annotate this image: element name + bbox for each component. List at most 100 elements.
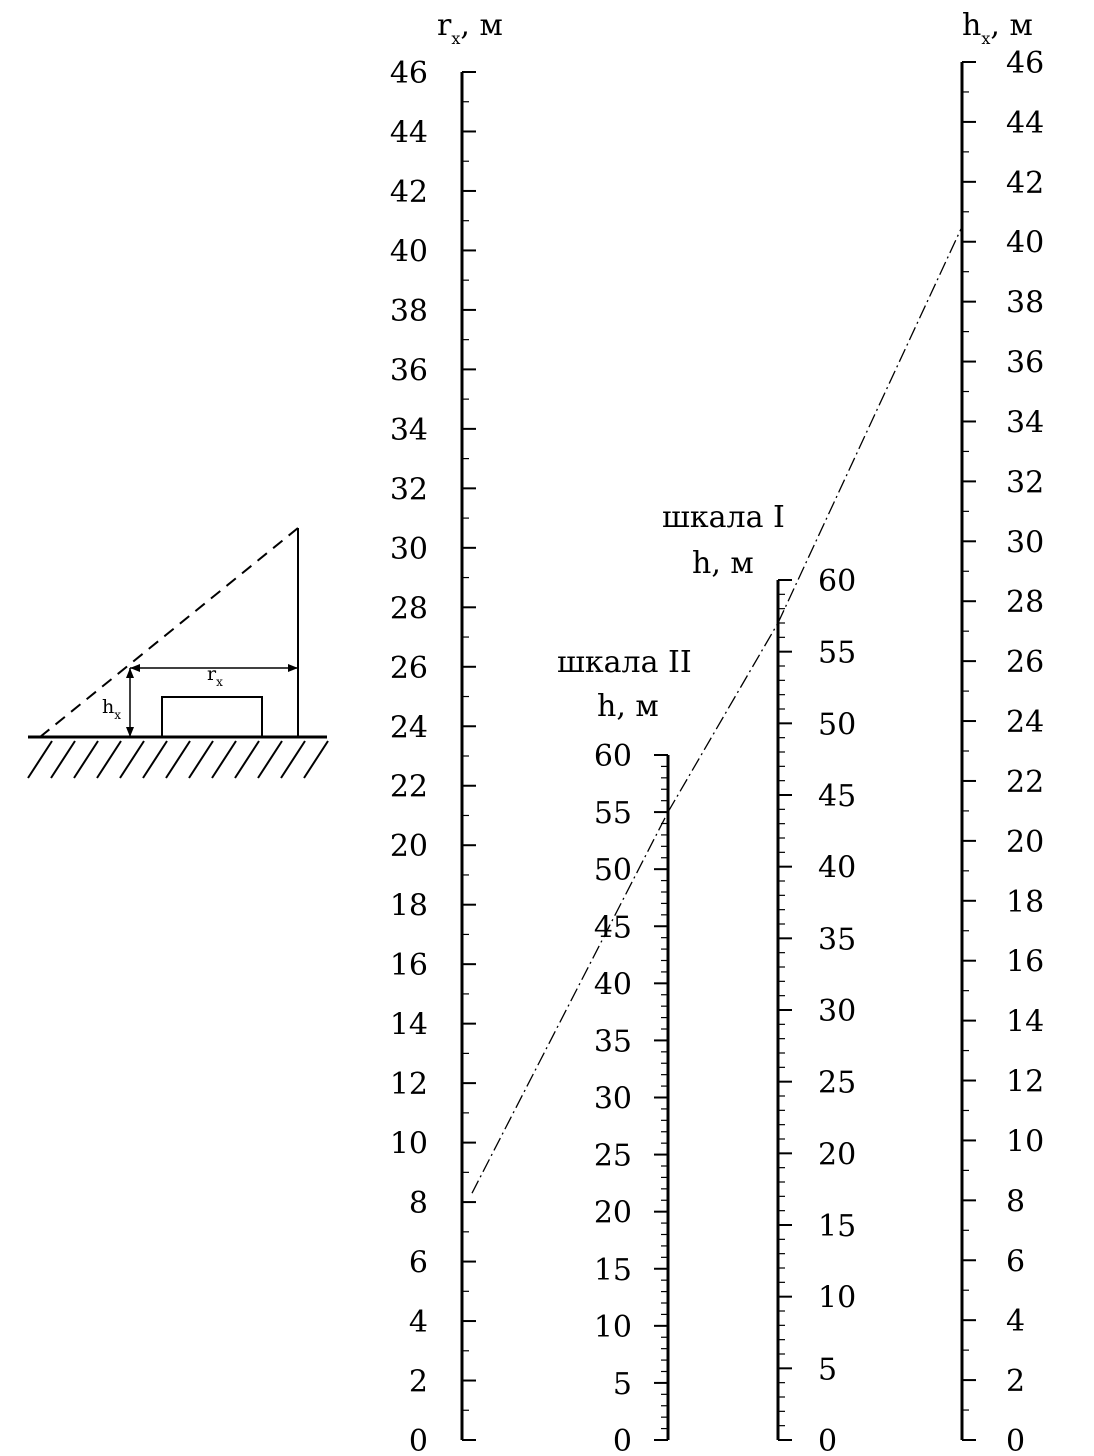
hx-tick-label: 46: [1006, 46, 1044, 81]
scale1-tick-label: 15: [818, 1209, 856, 1244]
rx-scale: 0246810121416182022242628303234363840424…: [390, 56, 476, 1456]
hx-tick-label: 24: [1006, 705, 1044, 740]
scale2-tick-label: 35: [594, 1024, 632, 1059]
scale1-tick-label: 10: [818, 1281, 856, 1316]
hx-tick-label: 22: [1006, 765, 1044, 800]
example-line-segment: [777, 226, 963, 624]
hx-tick-label: 28: [1006, 585, 1044, 620]
hatch-stroke: [119, 740, 145, 779]
hatch-stroke: [257, 740, 283, 779]
rx-tick-label: 10: [390, 1127, 428, 1162]
rx-tick-label: 6: [409, 1246, 428, 1281]
rx-tick-label: 8: [409, 1186, 428, 1221]
rx-tick-label: 22: [390, 770, 428, 805]
scale1-tick-label: 55: [818, 636, 856, 671]
hx-tick-label: 20: [1006, 825, 1044, 860]
protection-zone-sketch: rx hx: [27, 527, 329, 779]
scale2-tick-label: 55: [594, 796, 632, 831]
hx-tick-label: 38: [1006, 286, 1044, 321]
scale2-title-line1: шкала II: [557, 645, 692, 680]
scale1-tick-label: 25: [818, 1066, 856, 1101]
zone-boundary-dashed: [39, 527, 299, 738]
rx-tick-label: 44: [390, 115, 428, 150]
scale1-title-line2: h, м: [692, 546, 754, 581]
scale1-tick-label: 45: [818, 779, 856, 814]
scale2-tick-label: 45: [594, 910, 632, 945]
hx-tick-label: 10: [1006, 1124, 1044, 1159]
hatch-stroke: [73, 740, 99, 779]
scale1-tick-label: 40: [818, 851, 856, 886]
hatch-stroke: [280, 740, 306, 779]
rx-tick-label: 46: [390, 56, 428, 91]
hatch-stroke: [27, 740, 53, 779]
rx-tick-label: 34: [390, 413, 428, 448]
rx-tick-label: 30: [390, 532, 428, 567]
scale1-tick-label: 50: [818, 707, 856, 742]
rx-tick-label: 18: [390, 889, 428, 924]
scale2-tick-label: 5: [613, 1367, 632, 1402]
scale2-tick-label: 60: [594, 739, 632, 774]
rx-tick-label: 0: [409, 1424, 428, 1456]
rx-sketch-label: rx: [207, 663, 223, 689]
rx-tick-label: 32: [390, 472, 428, 507]
rx-tick-label: 14: [390, 1008, 428, 1043]
hatch-stroke: [165, 740, 191, 779]
hx-tick-label: 32: [1006, 465, 1044, 500]
rx-tick-label: 16: [390, 948, 428, 983]
rx-tick-label: 20: [390, 829, 428, 864]
scale2-tick-label: 0: [613, 1424, 632, 1456]
hx-tick-label: 8: [1006, 1184, 1025, 1219]
rx-tick-label: 12: [390, 1067, 428, 1102]
hx-tick-label: 14: [1006, 1005, 1044, 1040]
scale2-tick-label: 40: [594, 967, 632, 1002]
rx-arrow-left: [130, 664, 140, 672]
hx-tick-label: 16: [1006, 945, 1044, 980]
rx-tick-label: 24: [390, 710, 428, 745]
rx-tick-label: 2: [409, 1365, 428, 1400]
hx-tick-label: 2: [1006, 1364, 1025, 1399]
scale1-title-line1: шкала I: [662, 500, 785, 535]
rx-tick-label: 38: [390, 294, 428, 329]
example-line-segment: [471, 811, 669, 1194]
rx-tick-label: 28: [390, 591, 428, 626]
hx-arrow-top: [126, 668, 134, 678]
rx-arrow-right: [288, 664, 298, 672]
hx-tick-label: 34: [1006, 405, 1044, 440]
hx-arrow-bottom: [126, 727, 134, 737]
scale1-tick-label: 5: [818, 1352, 837, 1387]
scale1-tick-label: 60: [818, 564, 856, 599]
example-line-segment: [667, 622, 779, 813]
hatch-stroke: [303, 740, 329, 779]
scale2-tick-label: 10: [594, 1310, 632, 1345]
scale2-tick-label: 20: [594, 1196, 632, 1231]
scale2-tick-label: 25: [594, 1139, 632, 1174]
rx-tick-label: 4: [409, 1305, 428, 1340]
rx-tick-label: 26: [390, 651, 428, 686]
hx-tick-label: 26: [1006, 645, 1044, 680]
rx-tick-label: 36: [390, 353, 428, 388]
hatch-stroke: [234, 740, 260, 779]
scale2-tick-label: 30: [594, 1082, 632, 1117]
hx-tick-label: 12: [1006, 1065, 1044, 1100]
protected-building: [161, 696, 263, 738]
hatch-stroke: [142, 740, 168, 779]
hx-tick-label: 30: [1006, 525, 1044, 560]
example-key-line: [471, 226, 963, 1194]
ground-hatching: [27, 740, 329, 779]
scale1-tick-label: 30: [818, 994, 856, 1029]
rx-tick-label: 42: [390, 175, 428, 210]
hatch-stroke: [50, 740, 76, 779]
hx-tick-label: 4: [1006, 1304, 1025, 1339]
rx-axis-title: rx, м: [437, 8, 503, 48]
scale2-title-line2: h, м: [597, 689, 659, 724]
axis-titles: rx, м hx, м шкала I h, м шкала II h, м: [437, 8, 1033, 724]
hx-tick-label: 0: [1006, 1424, 1025, 1456]
hx-sketch-label: hx: [102, 696, 121, 722]
hx-tick-label: 18: [1006, 885, 1044, 920]
hx-tick-label: 6: [1006, 1244, 1025, 1279]
scale1-tick-label: 20: [818, 1137, 856, 1172]
hx-tick-label: 42: [1006, 166, 1044, 201]
